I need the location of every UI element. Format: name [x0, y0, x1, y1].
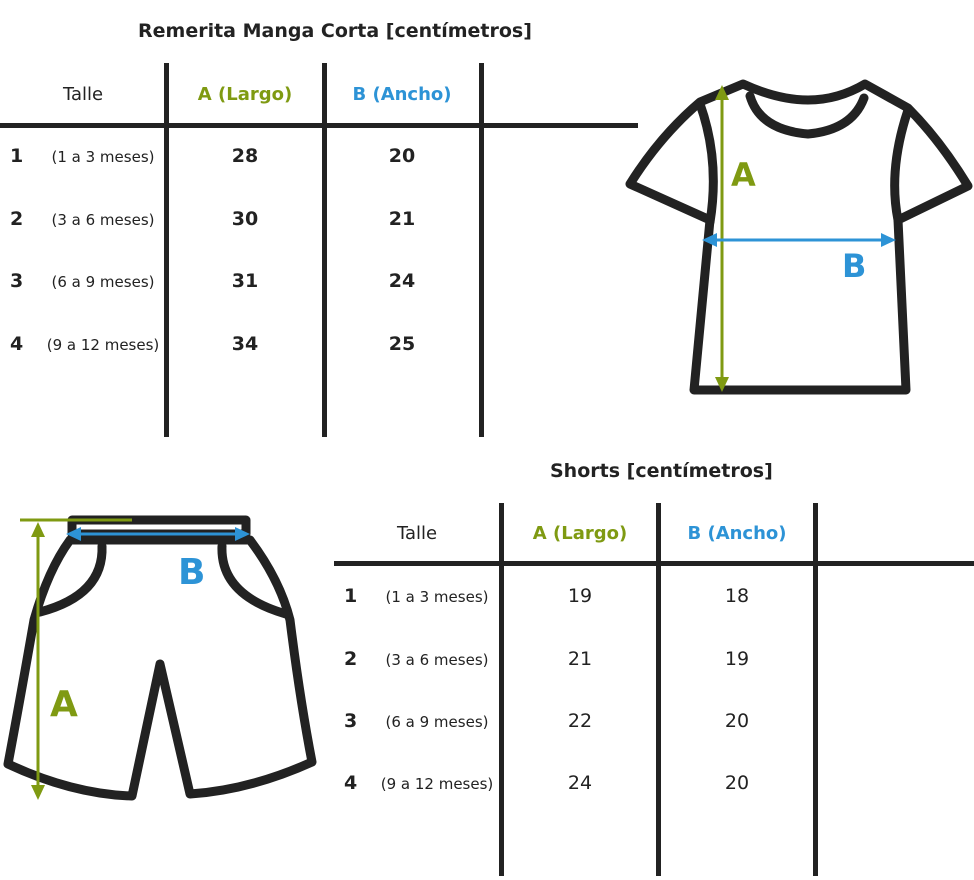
shorts-row-ancho: 20: [724, 772, 750, 794]
shorts-row-largo: 19: [567, 585, 593, 607]
shorts-header-largo: A (Largo): [532, 523, 628, 544]
shorts-row-ancho: 20: [724, 710, 750, 732]
shorts-diagram-label-a: A: [50, 684, 78, 725]
shorts-icon: A B: [3, 515, 317, 801]
shorts-row-number: 4: [344, 772, 358, 794]
shorts-header-ancho: B (Ancho): [687, 523, 787, 544]
shorts-row-range: (3 a 6 meses): [385, 651, 489, 669]
shirt-row-ancho: 24: [388, 270, 416, 292]
shirt-row-ancho: 20: [388, 145, 416, 167]
shirt-row-ancho: 21: [388, 208, 416, 230]
shirt-column-divider: [322, 63, 327, 437]
shorts-row-ancho: 19: [724, 648, 750, 670]
shorts-column-divider: [499, 503, 504, 876]
shirt-row-number: 4: [10, 333, 24, 355]
shirt-row-largo: 30: [231, 208, 259, 230]
shirt-row-ancho: 25: [388, 333, 416, 355]
shirt-header-divider: [0, 123, 638, 128]
shirt-column-divider: [164, 63, 169, 437]
shirt-row-largo: 28: [231, 145, 259, 167]
shorts-column-divider: [813, 503, 818, 876]
shirt-diagram-label-b: B: [842, 247, 866, 285]
shorts-row-largo: 22: [567, 710, 593, 732]
shorts-row-number: 2: [344, 648, 358, 670]
shorts-row-largo: 21: [567, 648, 593, 670]
shirt-header-talle: Talle: [62, 84, 104, 105]
shorts-row-range: (6 a 9 meses): [385, 713, 489, 731]
shorts-row-ancho: 18: [724, 585, 750, 607]
shorts-header-divider: [334, 561, 974, 566]
shorts-row-range: (1 a 3 meses): [385, 588, 489, 606]
shorts-row-range: (9 a 12 meses): [380, 775, 494, 793]
shirt-header-largo: A (Largo): [197, 84, 293, 105]
shorts-row-number: 1: [344, 585, 358, 607]
shorts-row-number: 3: [344, 710, 358, 732]
shirt-header-ancho: B (Ancho): [352, 84, 452, 105]
shirt-column-divider: [479, 63, 484, 437]
shorts-diagram-label-b: B: [178, 552, 205, 593]
shirt-row-range: (3 a 6 meses): [51, 211, 155, 229]
shirt-row-number: 1: [10, 145, 24, 167]
shirt-row-number: 3: [10, 270, 24, 292]
shirt-row-range: (1 a 3 meses): [51, 148, 155, 166]
shirt-row-largo: 31: [231, 270, 259, 292]
t-shirt-icon: A B: [625, 79, 973, 395]
shorts-table-title: Shorts [centímetros]: [550, 460, 773, 482]
shorts-row-largo: 24: [567, 772, 593, 794]
shirt-row-range: (6 a 9 meses): [51, 273, 155, 291]
shorts-header-talle: Talle: [396, 523, 438, 544]
shirt-row-number: 2: [10, 208, 24, 230]
shirt-row-range: (9 a 12 meses): [46, 336, 160, 354]
shirt-diagram-label-a: A: [731, 156, 756, 194]
shirt-row-largo: 34: [231, 333, 259, 355]
shirt-table-title: Remerita Manga Corta [centímetros]: [138, 20, 532, 42]
shorts-column-divider: [656, 503, 661, 876]
